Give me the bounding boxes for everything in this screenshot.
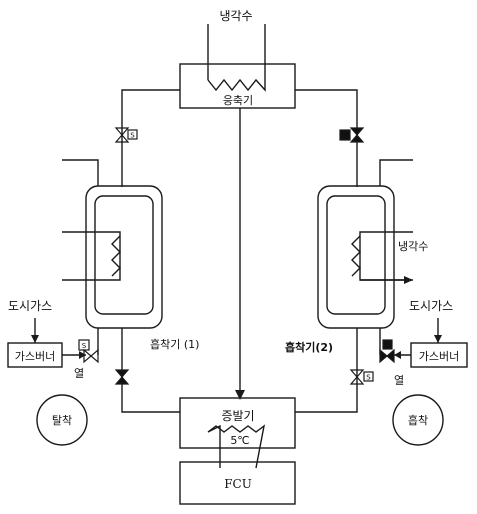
condenser-coil	[207, 78, 266, 92]
adsorber-1-outer	[85, 185, 163, 329]
pipe-adsorber-1-to-evaporator	[121, 328, 180, 413]
adsorber-1-inner	[94, 195, 154, 315]
adsorber-1-top-stub	[62, 159, 99, 186]
label-adsorption: 흡착	[408, 413, 428, 427]
label-adsorber-2: 흡착기(2)	[285, 340, 333, 354]
label-gas-burner-right: 가스버너	[419, 350, 459, 363]
label-adsorber-1: 흡착기 (1)	[150, 337, 199, 351]
valve-bottom-right-icon	[349, 369, 374, 385]
pipe-condenser-to-adsorber-1	[121, 89, 180, 187]
label-condenser: 응축기	[223, 94, 253, 107]
valve-top-left-icon	[114, 127, 138, 143]
city-gas-left-arrow-icon	[31, 335, 39, 343]
label-city-gas-left: 도시가스	[8, 299, 52, 313]
valve-gas-right-icon	[379, 339, 395, 364]
adsorber-2-inner	[326, 195, 386, 315]
label-evaporator: 증발기	[221, 409, 254, 423]
city-gas-right-arrow-icon	[434, 335, 442, 343]
adsorber-2-top-stub	[379, 159, 413, 186]
label-gas-burner-left: 가스버너	[15, 350, 55, 363]
adsorption-circle	[392, 394, 444, 446]
heat-right-arrow-icon	[394, 351, 401, 359]
label-heat-left: 열	[74, 367, 84, 380]
label-city-gas-right: 도시가스	[409, 299, 453, 313]
label-cooling-water-top: 냉각수	[219, 9, 252, 23]
label-fcu: FCU	[224, 477, 252, 491]
valve-gas-left-icon	[78, 339, 99, 364]
label-cooling-water-right: 냉각수	[398, 240, 428, 253]
condensate-arrow-icon	[235, 390, 245, 400]
fcu-box	[179, 461, 296, 505]
adsorber-2-outer	[317, 185, 395, 329]
adsorber-2-coil	[351, 235, 361, 277]
pipe-adsorber-2-to-evaporator	[295, 328, 358, 413]
valve-bottom-left-icon	[114, 369, 130, 385]
adsorber-1-hx-tube	[62, 231, 121, 281]
heat-left-arrow-icon	[79, 351, 86, 359]
condenser-box	[179, 63, 296, 109]
label-heat-right: 열	[394, 374, 404, 387]
desorption-circle	[36, 394, 88, 446]
label-evaporator-temp: 5℃	[230, 434, 249, 447]
pipe-condenser-to-adsorber-2	[295, 89, 358, 187]
valve-gas-left-mark: S	[82, 342, 87, 350]
cooling-water-right-arrow-icon	[404, 276, 413, 284]
evaporator-coil	[207, 424, 266, 469]
label-desorption: 탈착	[52, 414, 72, 427]
valve-top-left-mark: S	[130, 132, 135, 140]
valve-top-right-icon	[339, 127, 365, 143]
evaporator-box	[179, 397, 296, 449]
valve-bottom-right-mark: S	[366, 374, 371, 382]
adsorber-1-coil	[111, 235, 121, 277]
